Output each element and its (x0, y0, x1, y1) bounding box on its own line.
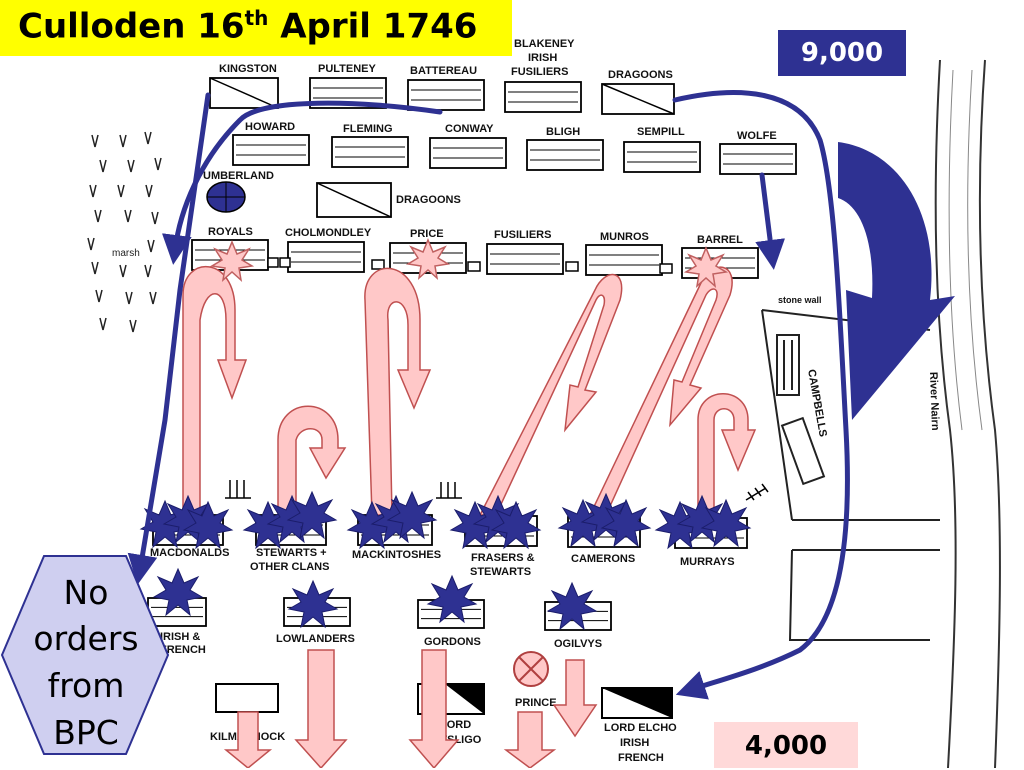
unit-munros (585, 244, 663, 276)
jac-label-gordons: GORDONS (424, 636, 481, 648)
outer-left-arrow (127, 92, 211, 585)
jac-label-french: FRENCH (160, 644, 206, 656)
gov-label-fusiliers-line: FUSILIERS (494, 229, 551, 241)
unit-fusiliers (486, 243, 564, 275)
jac-label-elcho-french: FRENCH (618, 752, 664, 764)
jac-label-lord-elcho: LORD ELCHO (604, 722, 677, 734)
jac-label-murrays: MURRAYS (680, 556, 735, 568)
marsh: marsh (87, 131, 162, 333)
jacobite-strength: 4,000 (744, 731, 828, 761)
gov-label-bligh: BLIGH (546, 126, 580, 138)
unit-wolfe (719, 143, 797, 175)
jac-label-camerons: CAMERONS (571, 553, 635, 565)
jac-label-frasers: FRASERS & (471, 552, 535, 564)
river-label: River Nairn (927, 372, 941, 431)
callout-line-4: BPC (53, 713, 119, 752)
charge-arrow-6 (697, 393, 757, 521)
unit-battereau (407, 79, 485, 111)
callout-line-3: from (48, 666, 125, 705)
retreat-arrow-3 (223, 711, 273, 768)
cannons (225, 257, 769, 501)
jac-label-mackintoshes: MACKINTOSHES (352, 549, 441, 561)
jac-label-ogilvys: OGILVYS (554, 638, 602, 650)
gov-label-fleming: FLEMING (343, 123, 393, 135)
gov-label-munros: MUNROS (600, 231, 649, 243)
gov-label-cholmondley: CHOLMONDLEY (285, 227, 372, 239)
jac-label-lowlanders: LOWLANDERS (276, 633, 355, 645)
jacobite-strength-box: 4,000 (714, 722, 858, 768)
gov-label-blakeney: BLAKENEY (514, 38, 575, 50)
gov-label-sempill: SEMPILL (637, 126, 685, 138)
gov-label-dragoons-middle: DRAGOONS (396, 194, 461, 206)
retreat-arrow-5 (552, 659, 598, 738)
callout-line-2: orders (33, 619, 138, 658)
retreat-arrow-1 (294, 649, 348, 768)
unit-dragoons-right (601, 83, 675, 115)
gov-label-conway: CONWAY (445, 123, 494, 135)
stone-wall-label: stone wall (778, 295, 822, 305)
gov-label-howard: HOWARD (245, 121, 295, 133)
marsh-label: marsh (112, 248, 140, 259)
unit-bligh (526, 139, 604, 171)
unit-conway (429, 137, 507, 169)
government-movement-arrows (127, 90, 850, 700)
river-nairn: River Nairn (927, 59, 1001, 768)
title-banner: Culloden 16th April 1746 (0, 0, 512, 56)
jac-label-elcho-irish: IRISH (620, 737, 649, 749)
jac-label-irish: IRISH & (160, 631, 200, 643)
unit-blakeney (504, 81, 582, 113)
jacobite-charge-arrows (182, 265, 757, 768)
flank-sweep-arrow (838, 142, 955, 420)
unit-kingston (209, 77, 279, 109)
gov-label-dragoons-right: DRAGOONS (608, 69, 673, 81)
charge-arrow-4 (478, 273, 623, 516)
unit-cholmondley (287, 241, 365, 273)
left-flank-arrow (161, 100, 443, 265)
unit-fleming (331, 136, 409, 168)
gov-label-pulteney: PULTENEY (318, 63, 377, 75)
page-title: Culloden 16th April 1746 (18, 6, 478, 47)
wolfe-arrow (755, 172, 786, 270)
gov-label-wolfe: WOLFE (737, 130, 777, 142)
charge-arrow-3 (364, 267, 432, 516)
jac-label-prince: PRINCE (515, 697, 557, 709)
jac-label-stewarts: STEWARTS + (256, 547, 327, 559)
campbells-label: CAMPBELLS (805, 368, 829, 437)
jac-label-other-clans: OTHER CLANS (250, 561, 329, 573)
gov-label-barrel: BARREL (697, 234, 743, 246)
retreat-arrow-4 (503, 711, 557, 768)
callout-line-1: No (64, 573, 109, 612)
gov-label-kingston: KINGSTON (219, 63, 277, 75)
unit-sempill (623, 141, 701, 173)
gov-label-battereau: BATTEREAU (410, 65, 477, 77)
jac-label-stewarts2: STEWARTS (470, 566, 531, 578)
gov-label-commander: UMBERLAND (203, 170, 274, 182)
government-strength-box: 9,000 (778, 30, 906, 76)
gov-label-price: PRICE (410, 228, 444, 240)
gov-label-irish: IRISH (528, 52, 557, 64)
unit-howard (232, 134, 310, 166)
charge-arrow-2 (277, 405, 347, 521)
retreat-arrow-2 (408, 649, 460, 768)
jac-label-macdonalds: MACDONALDS (150, 547, 229, 559)
government-units: KINGSTON PULTENEY BATTEREAU BLAKENEY IRI… (191, 38, 797, 279)
no-orders-callout: No orders from BPC (0, 555, 170, 755)
gov-label-royals: ROYALS (208, 226, 253, 238)
government-strength: 9,000 (800, 38, 884, 68)
unit-dragoons-middle (316, 182, 392, 218)
gov-label-fusiliers: FUSILIERS (511, 66, 568, 78)
charge-arrow-1 (182, 265, 248, 516)
unit-kilmarnock (215, 683, 279, 713)
jac-label-lord-pitsligo: LORD (440, 719, 471, 731)
right-flank-arrow (672, 90, 850, 700)
